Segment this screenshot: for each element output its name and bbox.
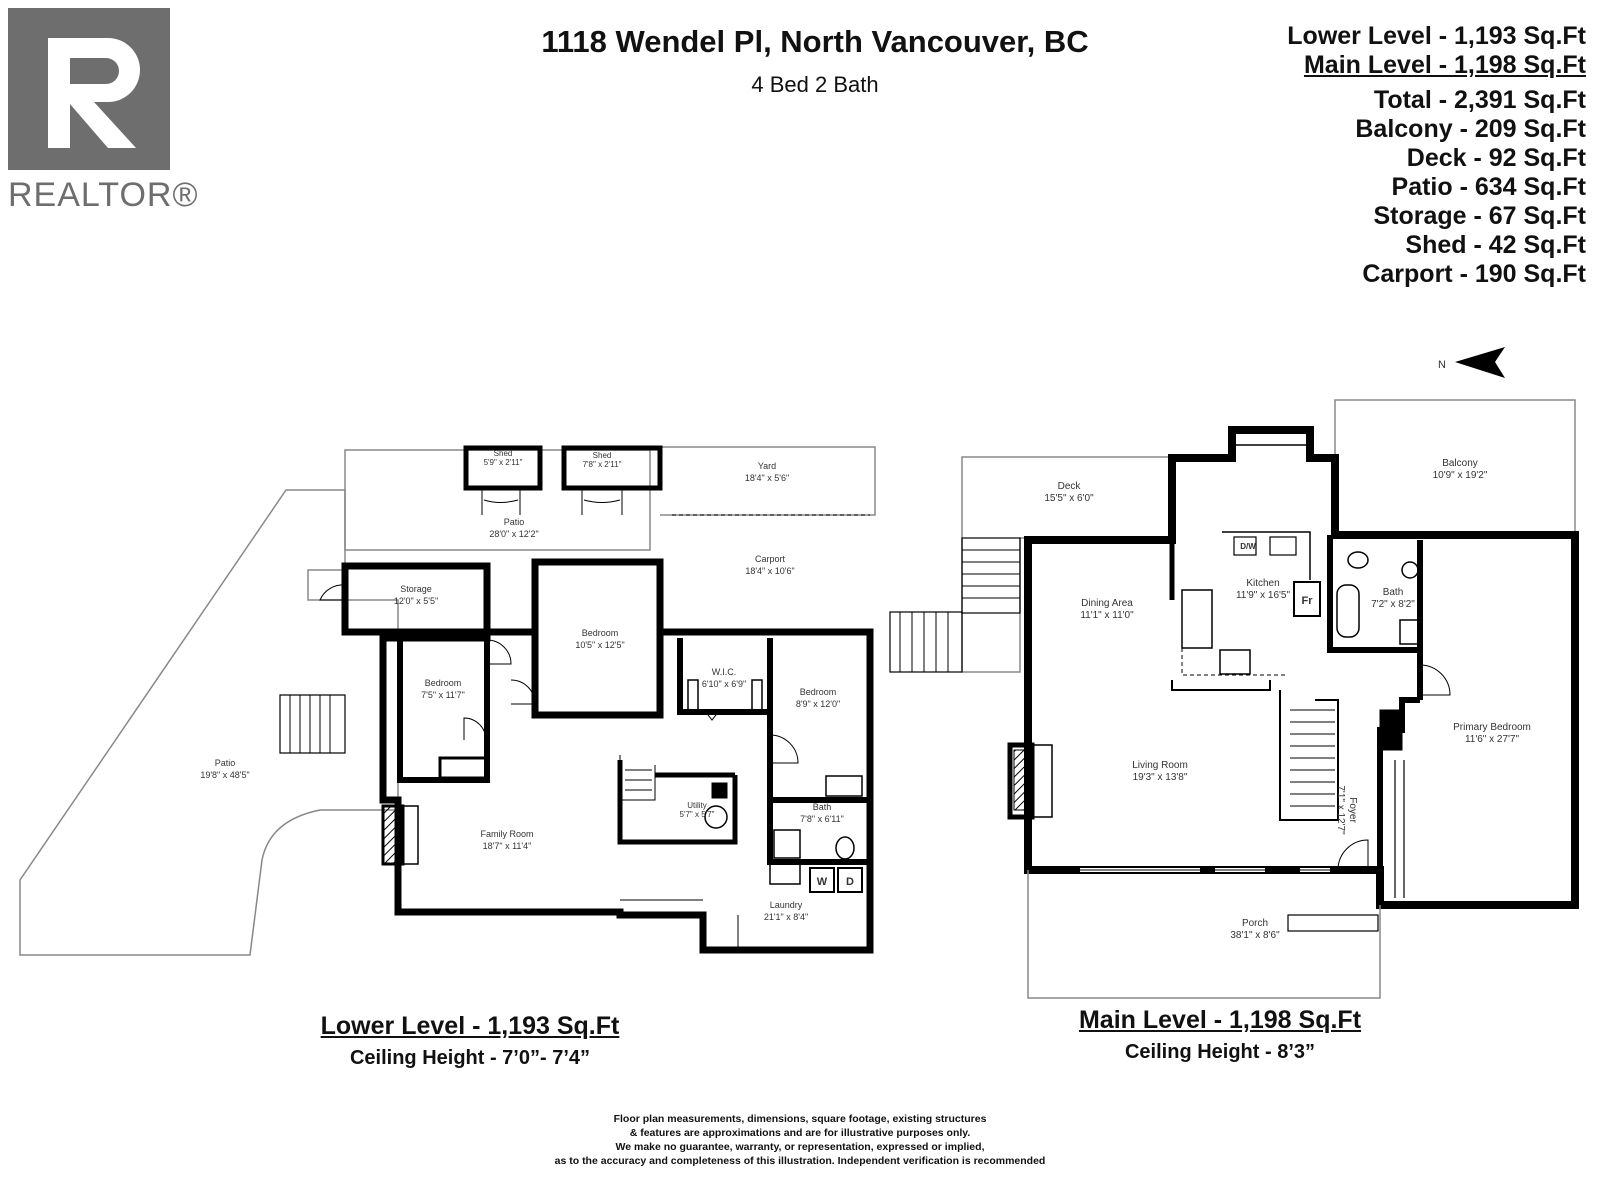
porch-label: Porch xyxy=(1242,918,1268,929)
balcony-label: Balcony xyxy=(1442,458,1478,469)
disclaimer: Floor plan measurements, dimensions, squ… xyxy=(500,1112,1100,1168)
living-room-label: Living Room xyxy=(1132,760,1188,771)
kitchen-dim: 11'9" x 16'5" xyxy=(1236,590,1291,601)
patio-top-label: Patio xyxy=(504,517,525,527)
summary-main: Main Level - 1,198 Sq.Ft xyxy=(1303,51,1586,79)
area-summary: Lower Level - 1,193 Sq.Ft Main Level - 1… xyxy=(1287,22,1586,289)
primary-bedroom-dim: 11'6" x 27'7" xyxy=(1465,734,1520,745)
primary-bedroom-label: Primary Bedroom xyxy=(1453,722,1531,733)
laundry-dim: 21'1" x 8'4" xyxy=(764,912,808,922)
storage-dim: 12'0" x 5'5" xyxy=(394,596,438,606)
disclaimer-line: We make no guarantee, warranty, or repre… xyxy=(615,1141,985,1153)
summary-total: Total - 2,391 Sq.Ft xyxy=(1373,86,1586,114)
disclaimer-line: Floor plan measurements, dimensions, squ… xyxy=(613,1113,987,1125)
kitchen-label: Kitchen xyxy=(1246,578,1279,589)
summary-storage: Storage - 67 Sq.Ft xyxy=(1373,202,1586,230)
patio-big-dim: 19'8" x 48'5" xyxy=(200,770,249,780)
storage-label: Storage xyxy=(400,584,432,594)
summary-carport: Carport - 190 Sq.Ft xyxy=(1362,260,1586,288)
disclaimer-line: & features are approximations and are fo… xyxy=(629,1127,971,1139)
yard-label: Yard xyxy=(758,461,776,471)
main-level-plan xyxy=(889,399,1579,999)
bath-lower-label: Bath xyxy=(813,802,832,812)
family-room-label: Family Room xyxy=(480,829,533,839)
shed-2-dim: 7'8" x 2'11" xyxy=(583,460,622,469)
main-level-ceiling: Ceiling Height - 8’3” xyxy=(1124,1041,1316,1063)
realtor-logo-text: REALTOR® xyxy=(8,176,199,214)
bath-main-dim: 7'2" x 8'2" xyxy=(1371,599,1415,610)
bedroom-right-dim: 8'9" x 12'0" xyxy=(796,699,840,709)
lower-level-labels: Shed 5'9" x 2'11" Shed 7'8" x 2'11" Yard… xyxy=(200,449,854,922)
dryer-label: D xyxy=(846,876,854,888)
lower-level-caption: Lower Level - 1,193 Sq.Ft Ceiling Height… xyxy=(280,1012,660,1070)
wic-dim: 6'10" x 6'9" xyxy=(702,679,746,689)
summary-shed: Shed - 42 Sq.Ft xyxy=(1405,231,1586,259)
dining-dim: 11'1" x 11'0" xyxy=(1080,610,1134,621)
porch-dim: 38'1" x 8'6" xyxy=(1230,930,1280,941)
summary-balcony: Balcony - 209 Sq.Ft xyxy=(1355,115,1586,143)
beds-baths: 4 Bed 2 Bath xyxy=(751,72,879,97)
disclaimer-line: as to the accuracy and completeness of t… xyxy=(554,1155,1046,1167)
family-room-dim: 18'7" x 11'4" xyxy=(483,841,532,851)
foyer-dim: 7'1" x 12'7" xyxy=(1335,785,1346,835)
deck-dim: 15'5" x 6'0" xyxy=(1044,493,1094,504)
realtor-logo-mark xyxy=(8,8,170,170)
lower-level-title: Lower Level - 1,193 Sq.Ft xyxy=(320,1012,620,1040)
yard-dim: 18'4" x 5'6" xyxy=(745,473,789,483)
main-level-caption: Main Level - 1,198 Sq.Ft Ceiling Height … xyxy=(1030,1006,1410,1064)
utility-dim: 5'7" x 5'7" xyxy=(680,810,715,819)
bath-lower-dim: 7'8" x 6'11" xyxy=(800,814,844,824)
washer-label: W xyxy=(817,876,828,888)
foyer-label: Foyer xyxy=(1347,797,1358,823)
dining-label: Dining Area xyxy=(1081,598,1133,609)
lower-level-plan xyxy=(19,445,876,956)
main-level-title: Main Level - 1,198 Sq.Ft xyxy=(1078,1006,1362,1034)
balcony-dim: 10'9" x 19'2" xyxy=(1433,470,1488,481)
carport-dim: 18'4" x 10'6" xyxy=(745,566,794,576)
lower-level-ceiling: Ceiling Height - 7’0”- 7’4” xyxy=(349,1047,591,1069)
patio-outline xyxy=(19,489,399,956)
bedroom-center-dim: 10'5" x 12'5" xyxy=(575,640,624,650)
bedroom-right-label: Bedroom xyxy=(800,687,837,697)
shed-2-label: Shed xyxy=(593,451,612,460)
patio-top-dim: 28'0" x 12'2" xyxy=(489,529,538,539)
dishwasher-label: D/W xyxy=(1240,542,1256,551)
patio-big-label: Patio xyxy=(215,758,236,768)
shed-1-label: Shed xyxy=(494,449,513,458)
bedroom-center-label: Bedroom xyxy=(582,628,619,638)
shed-1-dim: 5'9" x 2'11" xyxy=(484,458,523,467)
summary-patio: Patio - 634 Sq.Ft xyxy=(1391,173,1586,201)
deck-label: Deck xyxy=(1058,481,1082,492)
main-level-labels: Deck 15'5" x 6'0" Balcony 10'9" x 19'2" … xyxy=(1044,458,1531,941)
utility-label: Utility xyxy=(687,801,707,810)
bedroom-left-label: Bedroom xyxy=(425,678,462,688)
north-label: N xyxy=(1438,359,1446,371)
realtor-logo: REALTOR® xyxy=(8,8,198,218)
bedroom-left-dim: 7'5" x 11'7" xyxy=(421,690,465,700)
living-room-dim: 19'3" x 13'8" xyxy=(1133,772,1188,783)
summary-lower: Lower Level - 1,193 Sq.Ft xyxy=(1287,22,1586,50)
fridge-label: Fr xyxy=(1302,595,1314,607)
carport-label: Carport xyxy=(755,554,786,564)
property-address: 1118 Wendel Pl, North Vancouver, BC xyxy=(541,24,1089,59)
wic-label: W.I.C. xyxy=(712,667,737,677)
laundry-label: Laundry xyxy=(770,900,803,910)
bath-main-label: Bath xyxy=(1383,587,1404,598)
summary-deck: Deck - 92 Sq.Ft xyxy=(1406,144,1586,172)
north-arrow-icon: N xyxy=(1438,347,1505,378)
